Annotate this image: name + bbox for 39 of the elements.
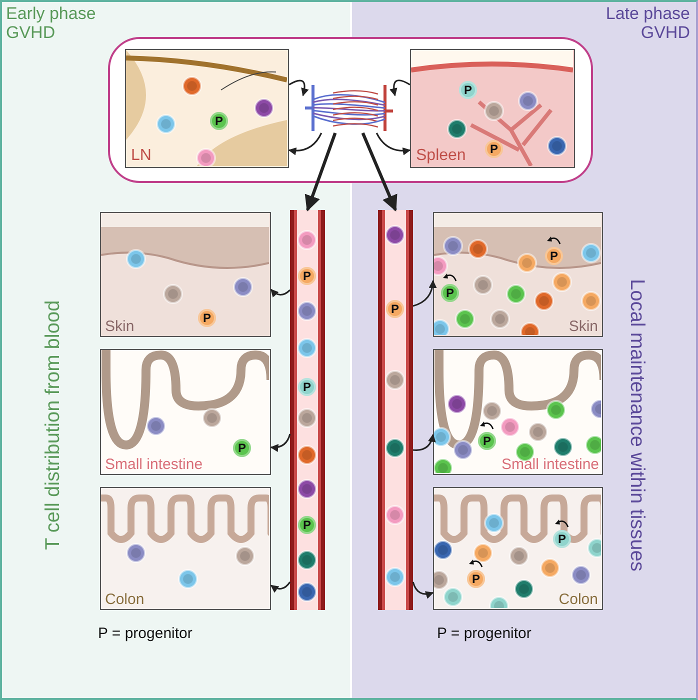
organ-label: LN [131, 147, 152, 165]
legend-note: P = progenitor [98, 625, 192, 642]
organ-label: Spleen [416, 147, 466, 165]
arrow [361, 132, 398, 212]
progenitor-cell: P [467, 570, 485, 588]
phase-title: Late phase GVHD [604, 4, 690, 42]
lymphoid-organs-box [108, 37, 593, 183]
arrow [412, 434, 436, 451]
progenitor-cell: P [478, 432, 496, 450]
arrow [304, 132, 337, 212]
arrow [270, 434, 291, 452]
phase-title: Early phase GVHD [6, 4, 97, 42]
progenitor-cell: P [441, 284, 459, 302]
side-title: T cell distribution from blood [42, 299, 65, 552]
arrow [412, 280, 436, 307]
tissue-label: Skin [568, 318, 598, 335]
skin-panel [100, 212, 271, 337]
progenitor-cell: P [210, 112, 228, 130]
tissue-label: Small intestine [501, 456, 599, 473]
progenitor-cell: P [233, 439, 251, 457]
arrow [288, 80, 309, 96]
arrow [390, 80, 410, 96]
progenitor-cell: P [553, 530, 571, 548]
tissue-label: Skin [105, 318, 134, 335]
progenitor-cell: P [459, 81, 477, 99]
arrow [288, 132, 322, 155]
tissue-label: Colon [558, 591, 598, 608]
arrow [376, 132, 411, 156]
legend-note: P = progenitor [437, 625, 532, 642]
arrow [270, 288, 291, 298]
tissue-label: Colon [105, 591, 144, 608]
arrow [270, 582, 291, 593]
tissue-label: Small intestine [105, 456, 203, 473]
progenitor-cell: P [485, 140, 503, 158]
small-intestine-panel [100, 349, 271, 475]
side-title: Local maintenance within tissues [625, 278, 648, 574]
arrow [412, 582, 434, 599]
colon-panel [100, 487, 271, 610]
progenitor-cell: P [198, 309, 216, 327]
